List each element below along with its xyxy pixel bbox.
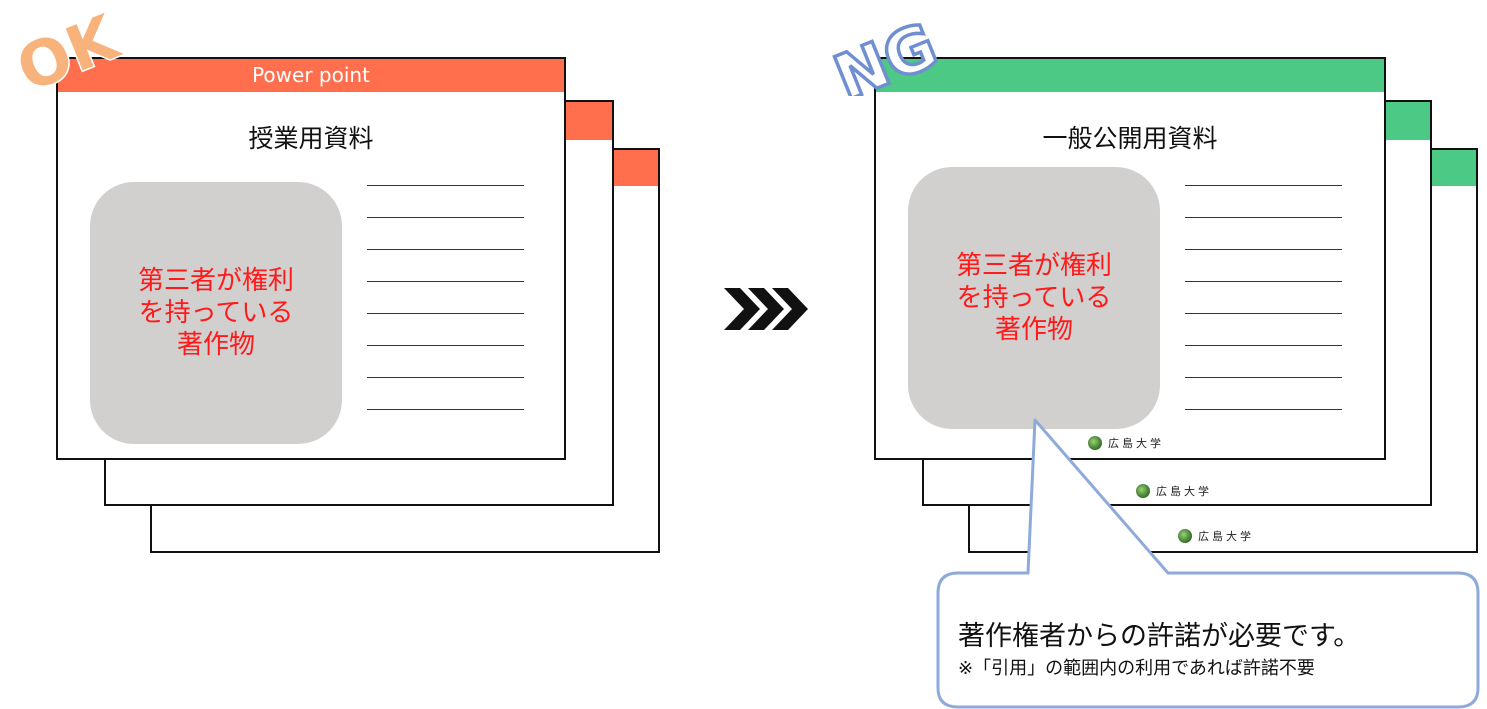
ng-stamp: NG bbox=[823, 6, 958, 117]
university-emblem-icon bbox=[1178, 529, 1192, 543]
ok-text-line bbox=[367, 313, 524, 314]
ok-text-line bbox=[367, 345, 524, 346]
ok-stamp: OK bbox=[5, 0, 131, 108]
ok-slide-front: Power point 授業用資料 第三者が権利 を持っている 著作物 bbox=[56, 57, 566, 460]
ng-text-line bbox=[1185, 313, 1342, 314]
ok-slide-header: Power point bbox=[58, 59, 564, 92]
ng-text-line bbox=[1185, 345, 1342, 346]
ok-text-line bbox=[367, 409, 524, 410]
chevrons-right-icon bbox=[722, 284, 812, 334]
ng-back-2-logo: 広島大学 bbox=[1178, 528, 1254, 544]
ng-slide-header bbox=[876, 59, 1384, 92]
ng-text-line bbox=[1185, 217, 1342, 218]
ng-front-logo: 広島大学 bbox=[1088, 435, 1164, 451]
ng-text-line bbox=[1185, 281, 1342, 282]
university-emblem-icon bbox=[1088, 436, 1102, 450]
university-emblem-icon bbox=[1136, 484, 1150, 498]
ok-text-line bbox=[367, 377, 524, 378]
ng-text-line bbox=[1185, 249, 1342, 250]
logo-text: 広島大学 bbox=[1156, 485, 1212, 498]
ok-stamp-text: OK bbox=[10, 8, 129, 88]
app-label: Power point bbox=[252, 63, 370, 87]
ng-content-placeholder: 第三者が権利 を持っている 著作物 bbox=[908, 167, 1160, 429]
logo-text: 広島大学 bbox=[1108, 437, 1164, 450]
ok-text-line bbox=[367, 185, 524, 186]
callout-note-text: ※「引用」の範囲内の利用であれば許諾不要 bbox=[958, 658, 1315, 679]
permission-callout: 著作権者からの許諾が必要です。 ※「引用」の範囲内の利用であれば許諾不要 bbox=[928, 418, 1487, 709]
ok-placeholder-text: 第三者が権利 を持っている 著作物 bbox=[137, 266, 294, 360]
callout-main-text: 著作権者からの許諾が必要です。 bbox=[958, 621, 1361, 652]
ng-stamp-text: NG bbox=[828, 8, 947, 96]
ok-text-line bbox=[367, 217, 524, 218]
ng-slide-title: 一般公開用資料 bbox=[1042, 124, 1218, 153]
callout-balloon bbox=[936, 418, 1480, 709]
ng-back-1-logo: 広島大学 bbox=[1136, 483, 1212, 499]
ng-text-line bbox=[1185, 185, 1342, 186]
ng-text-line bbox=[1185, 377, 1342, 378]
ok-content-placeholder: 第三者が権利 を持っている 著作物 bbox=[90, 182, 342, 444]
ng-slide-front: 一般公開用資料 第三者が権利 を持っている 著作物 広島大学 bbox=[874, 57, 1386, 460]
ng-placeholder-text: 第三者が権利 を持っている 著作物 bbox=[955, 251, 1112, 345]
logo-text: 広島大学 bbox=[1198, 530, 1254, 543]
ok-text-line bbox=[367, 249, 524, 250]
ng-text-line bbox=[1185, 409, 1342, 410]
ok-text-line bbox=[367, 281, 524, 282]
ok-slide-title: 授業用資料 bbox=[248, 124, 374, 153]
